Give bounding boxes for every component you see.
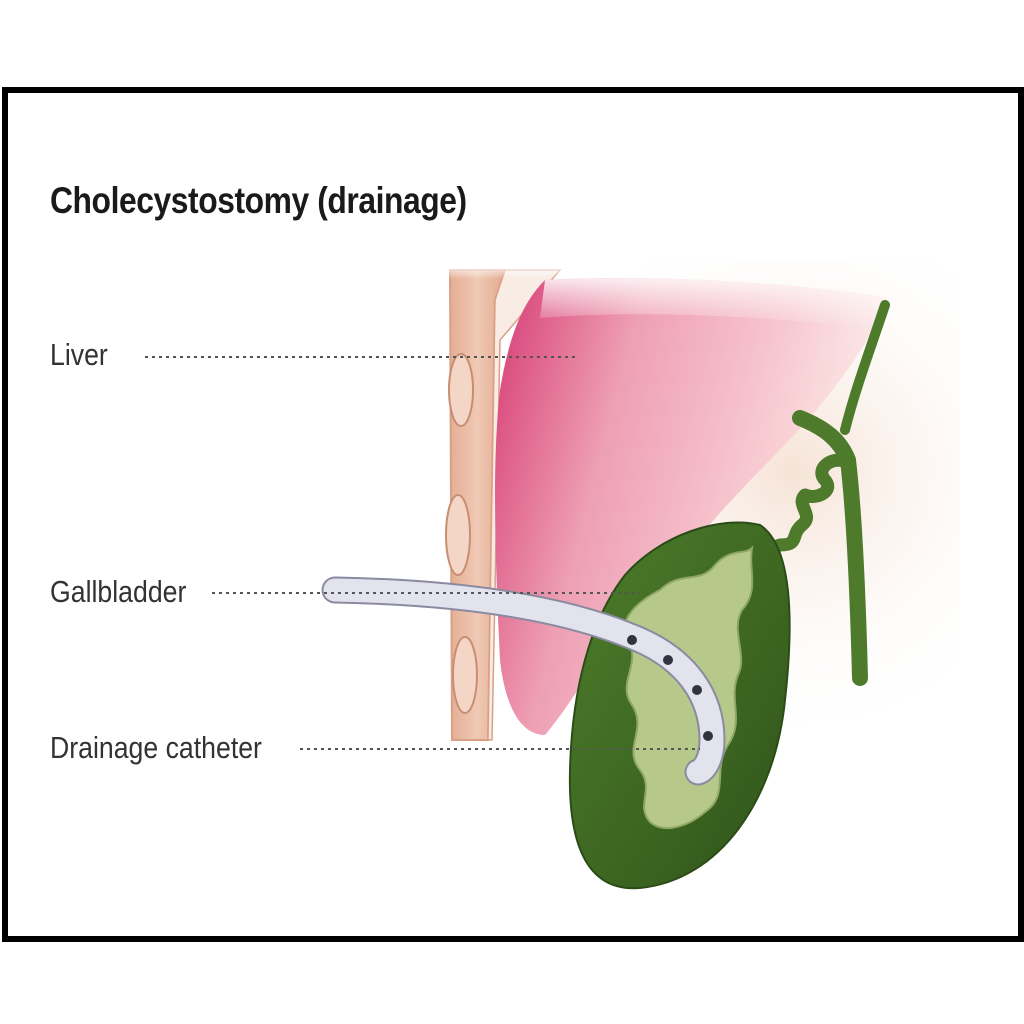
diagram-title: Cholecystostomy (drainage) xyxy=(50,180,467,221)
label-liver: Liver xyxy=(50,337,108,372)
leader-lines xyxy=(145,356,700,750)
label-gallbladder: Gallbladder xyxy=(50,574,187,609)
drainage-catheter xyxy=(321,576,726,786)
label-drainage-catheter: Drainage catheter xyxy=(50,730,262,765)
